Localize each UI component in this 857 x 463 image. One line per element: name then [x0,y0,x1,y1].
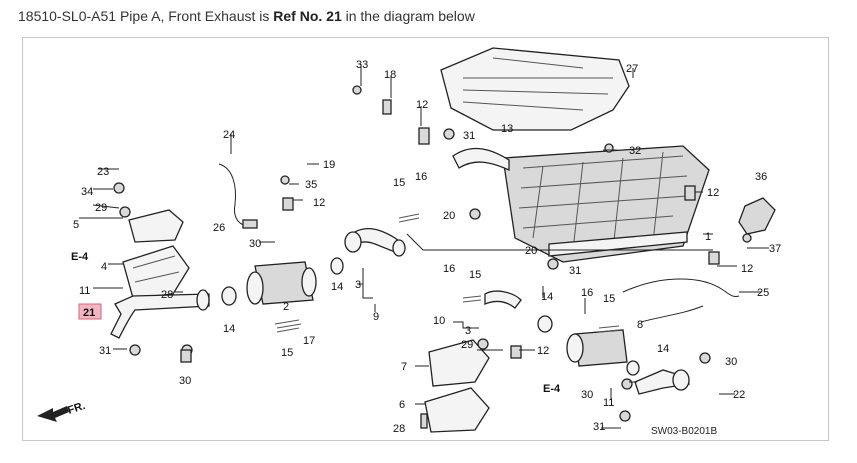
ref-15b: 15 [281,347,293,359]
ref-17: 17 [303,335,315,347]
part-27-heat-shield [440,47,630,131]
ref-35: 35 [305,179,317,191]
highlight-box-ref-21 [78,303,102,320]
ref-7: 7 [401,361,407,373]
ref-29a: 29 [95,202,107,214]
part-36-muffler-tip [738,197,776,235]
ref-8: 8 [637,319,643,331]
ref-11a: 11 [79,285,90,297]
ref-12e: 12 [537,345,549,357]
ref-14c: 14 [541,291,553,303]
ref-37: 37 [769,243,781,255]
ref-18: 18 [384,69,396,81]
caption-ref-number: Ref No. 21 [273,8,342,24]
ref-16b: 16 [443,263,455,275]
ref-28a: 28 [161,289,173,301]
exhaust-parts-diagram: 21 33 18 12 27 13 31 32 24 23 34 29 5 19… [37,47,781,437]
part-21-front-exhaust-pipe [110,293,210,339]
ref-20b: 20 [525,245,537,257]
ref-31c: 31 [99,345,111,357]
ref-30b: 30 [179,375,191,387]
ref-20a: 20 [443,210,455,222]
ref-36: 36 [755,171,767,183]
caption-part-text: 18510-SL0-A51 Pipe A, Front Exhaust is [18,8,274,24]
ref-10: 10 [433,315,445,327]
ref-4: 4 [101,261,107,273]
hardware-fasteners [113,85,752,429]
ref-31d: 31 [593,421,605,433]
caption: 18510-SL0-A51 Pipe A, Front Exhaust is R… [18,8,475,24]
ref-30c: 30 [725,356,737,368]
e4-ref-b: E-4 [543,383,561,395]
part-7-lower-shield [428,339,490,387]
ref-12d: 12 [741,263,753,275]
ref-16a: 16 [415,171,427,183]
ref-32: 32 [629,145,641,157]
caption-suffix: in the diagram below [341,8,475,24]
front-direction-label: FR. [66,400,87,417]
ref-29b: 29 [461,339,473,351]
ref-26: 26 [213,222,225,234]
part-4-heat-cover [122,245,190,299]
ref-12b: 12 [313,197,325,209]
part-13-main-muffler [502,145,710,263]
e4-ref-a: E-4 [71,251,89,263]
ref-31a: 31 [463,130,475,142]
ref-15c: 15 [469,269,481,281]
ref-23: 23 [97,166,109,178]
ref-16c: 16 [581,287,593,299]
ref-31b: 31 [569,265,581,277]
ref-33: 33 [356,59,368,71]
ref-2: 2 [283,301,289,313]
ref-5: 5 [73,219,79,231]
ref-11b: 11 [603,397,614,409]
ref-3a: 3 [355,279,361,291]
part-6-lower-cover [424,387,490,433]
ref-27: 27 [626,63,638,75]
ref-19: 19 [323,159,335,171]
ref-12a: 12 [416,99,428,111]
part-5-shield [128,209,184,243]
ref-30a: 30 [249,238,261,250]
ref-25: 25 [757,287,769,299]
ref-6: 6 [399,399,405,411]
ref-24: 24 [223,129,235,141]
ref-28b: 28 [393,423,405,435]
ref-30d: 30 [581,389,593,401]
ref-15a: 15 [393,177,405,189]
ref-9: 9 [373,311,379,323]
ref-12c: 12 [707,187,719,199]
diagram-code: SW03-B0201B [651,426,717,437]
ref-14d: 14 [657,343,669,355]
ref-22: 22 [733,389,745,401]
ref-13: 13 [501,123,513,135]
ref-14b: 14 [331,281,343,293]
ref-21: 21 [83,307,95,319]
ref-1: 1 [705,231,711,243]
ref-15d: 15 [603,293,615,305]
ref-14a: 14 [223,323,235,335]
front-direction-arrow-icon [37,406,69,422]
ref-34: 34 [81,186,93,198]
exhaust-diagram-frame: 21 33 18 12 27 13 31 32 24 23 34 29 5 19… [22,37,829,441]
ref-3b: 3 [465,325,471,337]
